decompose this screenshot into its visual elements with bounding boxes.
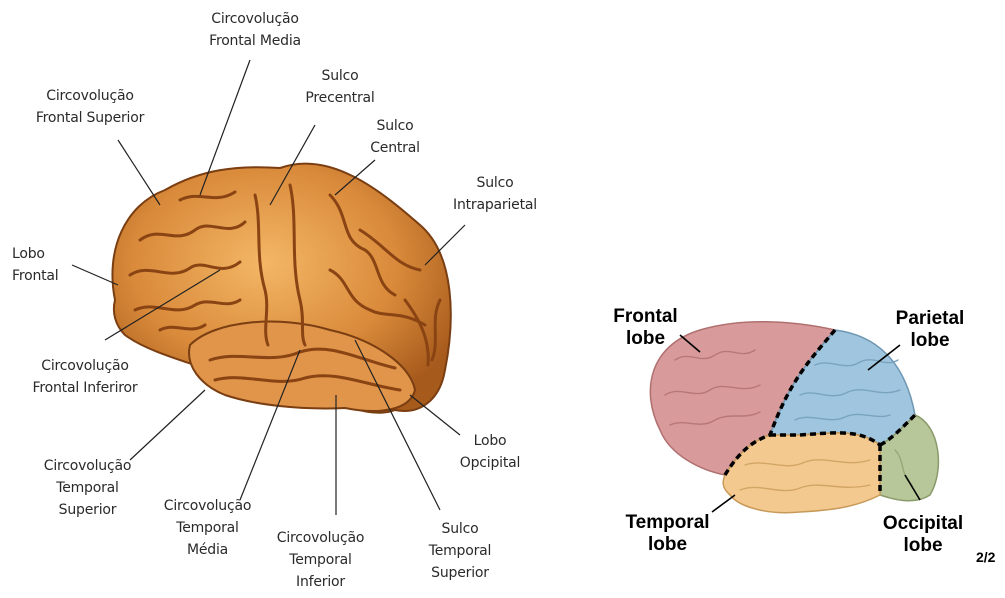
- page-indicator: 2/2: [976, 549, 995, 565]
- label-temporal-lobe: Temporal lobe: [615, 512, 720, 556]
- label-frontal-lobe: Frontal lobe: [598, 306, 693, 350]
- label-parietal-lobe: Parietal lobe: [880, 308, 980, 352]
- label-occipital-lobe: Occipital lobe: [868, 513, 978, 557]
